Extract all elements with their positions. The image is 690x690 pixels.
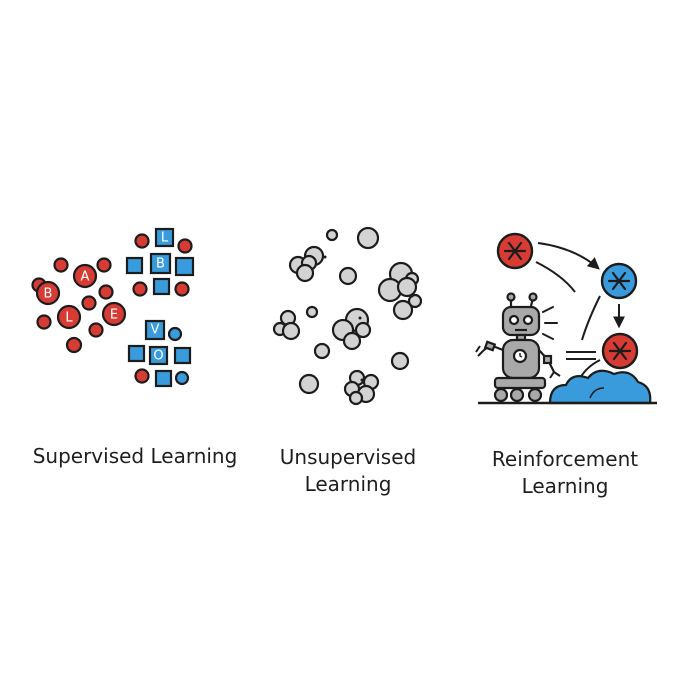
blue-labeled-square [154,227,175,248]
gray-dot [396,276,418,298]
gray-dot [298,373,320,395]
gray-dot [342,331,362,351]
red-dot [81,295,97,311]
reinforcement-caption: Reinforcement Learning [491,447,639,498]
blue-label: L [161,231,169,246]
gray-dot [295,263,315,283]
state-node-middle [600,262,638,300]
gray-dot [407,293,423,309]
blue-square [173,346,192,365]
red-dot [96,257,112,273]
gray-dot [392,299,414,321]
blue-square [125,256,144,275]
red-dot [36,314,52,330]
red-dot [177,238,193,254]
red-dot [132,281,148,297]
red-dot [134,233,150,249]
red-dot [174,281,190,297]
red-labeled-dot [56,304,82,330]
unsupervised-illustration [272,226,423,406]
blue-label: O [153,349,163,364]
blue-label: B [156,257,165,272]
gray-dot [390,351,410,371]
supervised-caption: Supervised Learning [32,444,238,468]
transition-arrow [535,261,576,293]
supervised-illustration: B A L E L B V O [31,227,195,388]
blue-labeled-square [149,252,172,275]
gray-dot [305,305,319,319]
gray-dot [354,321,372,339]
red-dot [98,284,114,300]
state-node-bottom [601,332,639,370]
gray-dot [338,266,358,286]
red-label: A [81,270,90,285]
gray-dot [281,321,301,341]
red-labeled-dot [35,280,61,306]
red-dot [134,368,150,384]
goal-bush [548,369,652,405]
blue-square [127,344,146,363]
blue-square [152,277,171,296]
blue-labeled-square [148,345,169,366]
blue-label: V [151,323,160,338]
gray-dot [356,226,380,250]
red-labeled-dot [72,263,98,289]
red-dot [65,336,83,354]
transition-arrow [537,242,600,270]
state-node-top [496,232,534,270]
red-label: L [65,311,73,326]
robot-agent [475,292,561,403]
blue-square [174,256,195,277]
transition-arrow [581,295,601,341]
gray-dot [313,342,331,360]
red-label: E [110,308,118,323]
red-dot [53,257,69,273]
unsupervised-caption: Unsupervised Learning [279,445,417,496]
gray-dot [325,228,339,242]
red-labeled-dot [101,301,127,327]
red-label: B [44,287,53,302]
reinforcement-illustration [475,232,657,405]
red-dot [88,322,104,338]
gray-dot [348,390,364,406]
blue-dot [174,370,190,386]
blue-labeled-square [144,319,166,341]
blue-square [154,369,173,388]
blue-dot [167,326,183,342]
